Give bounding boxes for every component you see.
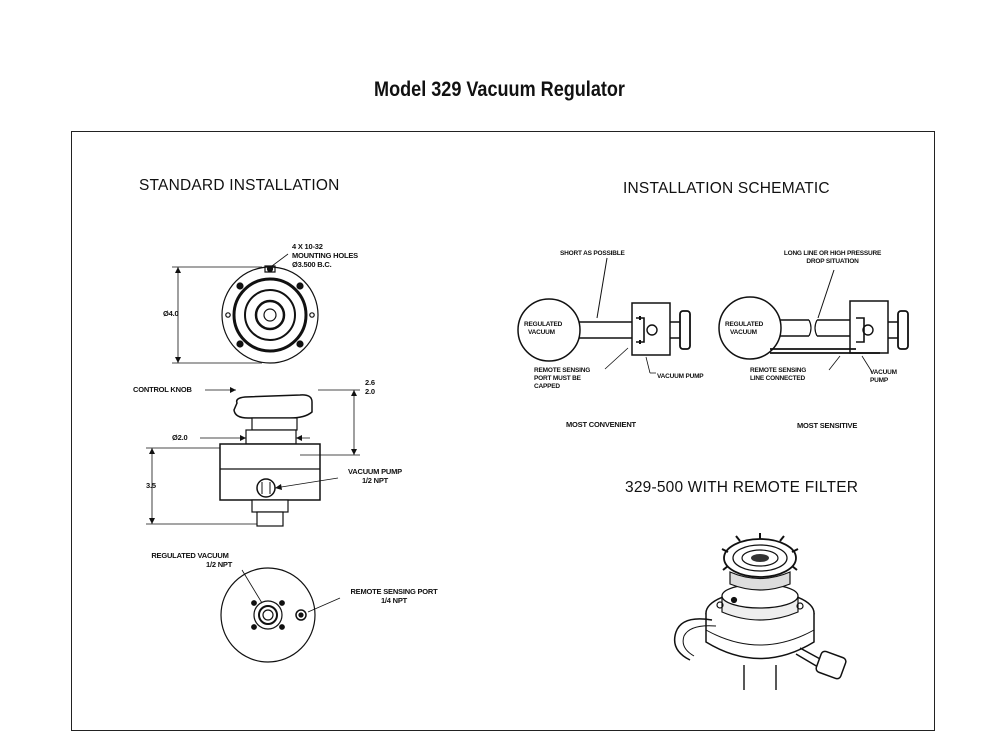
remote-port-label-2: 1/4 NPT — [380, 596, 408, 605]
remote-port-label-1: REMOTE SENSING PORT — [350, 587, 438, 596]
mounting-holes-label-2: MOUNTING HOLES — [292, 251, 358, 260]
installation-schematic-heading: INSTALLATION SCHEMATIC — [623, 180, 830, 197]
left-remote-label-2: PORT MUST BE — [534, 375, 581, 382]
diameter-4-label: Ø4.0 — [163, 309, 179, 318]
regulated-vacuum-label-2: 1/2 NPT — [206, 560, 233, 569]
right-regulated-label-2: VACUUM — [730, 329, 757, 336]
diameter-2-label: Ø2.0 — [172, 433, 188, 442]
mounting-holes-label-3: Ø3.500 B.C. — [292, 260, 332, 269]
most-convenient-caption: MOST CONVENIENT — [566, 420, 636, 429]
left-regulated-label-1: REGULATED — [524, 321, 563, 328]
left-remote-label-1: REMOTE SENSING — [534, 367, 591, 374]
remote-filter-illustration — [673, 533, 847, 690]
top-view-drawing — [172, 253, 319, 364]
right-remote-label-1: REMOTE SENSING — [750, 367, 807, 374]
control-knob-label: CONTROL KNOB — [133, 385, 192, 394]
long-line-label-2: DROP SITUATION — [806, 258, 859, 265]
height-35-label: 3.5 — [146, 481, 156, 490]
mounting-holes-label-1: 4 X 10-32 — [292, 242, 323, 251]
standard-installation-heading: STANDARD INSTALLATION — [139, 177, 340, 194]
most-sensitive-caption: MOST SENSITIVE — [797, 421, 858, 430]
right-regulated-label-1: REGULATED — [725, 321, 764, 328]
left-remote-label-3: CAPPED — [534, 383, 560, 390]
schematic-right — [718, 269, 909, 373]
remote-filter-heading: 329-500 WITH REMOTE FILTER — [625, 479, 859, 496]
page-title: Model 329 Vacuum Regulator — [374, 78, 625, 101]
schematic-left — [517, 257, 691, 374]
right-remote-label-2: LINE CONNECTED — [750, 375, 805, 382]
right-vacuum-label-1: VACUUM — [870, 369, 897, 376]
vacuum-pump-label-1: VACUUM PUMP — [348, 467, 402, 476]
left-vacuum-pump-label: VACUUM PUMP — [657, 373, 704, 380]
right-vacuum-label-2: PUMP — [870, 377, 888, 384]
height-26-label: 2.6 — [365, 378, 375, 387]
short-as-possible-label: SHORT AS POSSIBLE — [560, 250, 625, 257]
height-20-label: 2.0 — [365, 387, 375, 396]
bottom-view-drawing — [220, 567, 341, 663]
vacuum-pump-label-2: 1/2 NPT — [361, 476, 389, 485]
left-regulated-label-2: VACUUM — [528, 329, 555, 336]
side-view-drawing — [146, 387, 360, 527]
long-line-label-1: LONG LINE OR HIGH PRESSURE — [783, 250, 882, 257]
regulated-vacuum-label-1: REGULATED VACUUM — [151, 551, 229, 560]
line-drawings — [146, 253, 909, 690]
